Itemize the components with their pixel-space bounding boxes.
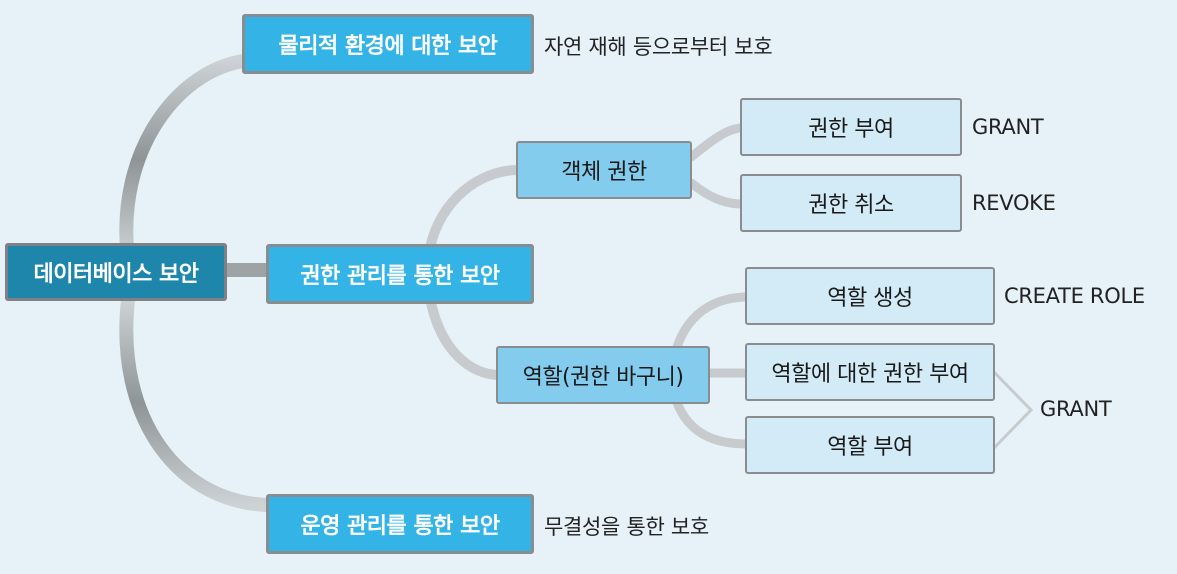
node-assign-role: 역할 부여 — [745, 416, 995, 474]
node-revoke-privilege: 권한 취소 — [740, 174, 962, 232]
note-physical: 자연 재해 등으로부터 보호 — [544, 35, 773, 59]
note-revoke: REVOKE — [972, 191, 1056, 215]
note-operation: 무결성을 통한 보호 — [544, 515, 709, 539]
branch-authority-label: 권한 관리를 통한 보안 — [300, 264, 500, 289]
root-label: 데이터베이스 보안 — [33, 262, 199, 287]
branch-operation-security: 운영 관리를 통한 보안 — [266, 494, 534, 554]
grant-privilege-label: 권한 부여 — [808, 117, 894, 142]
object-privilege-label: 객체 권한 — [561, 160, 647, 185]
node-object-privilege: 객체 권한 — [516, 141, 692, 199]
connector-root-physical — [119, 53, 259, 265]
note-create-role: CREATE ROLE — [1004, 284, 1145, 308]
connector-role-create — [671, 292, 749, 352]
connector-role-assign — [671, 398, 749, 449]
grant-bracket — [992, 370, 1034, 450]
branch-operation-label: 운영 관리를 통한 보안 — [300, 514, 500, 539]
revoke-privilege-label: 권한 취소 — [808, 193, 894, 218]
branch-physical-label: 물리적 환경에 대한 보안 — [278, 34, 498, 59]
note-role-grant: GRANT — [1040, 397, 1112, 421]
assign-role-label: 역할 부여 — [827, 435, 913, 460]
node-create-role: 역할 생성 — [745, 267, 995, 325]
branch-physical-security: 물리적 환경에 대한 보안 — [242, 14, 534, 74]
connector-object-grant — [687, 123, 743, 162]
note-grant: GRANT — [972, 115, 1044, 139]
node-grant-privilege: 권한 부여 — [740, 98, 962, 156]
connector-authority-role — [425, 297, 501, 380]
connector-authority-object — [425, 165, 519, 250]
root-node: 데이터베이스 보안 — [5, 243, 227, 301]
node-grant-to-role: 역할에 대한 권한 부여 — [745, 343, 995, 401]
connector-root-operation — [119, 293, 279, 512]
role-label: 역할(권한 바구니) — [522, 365, 684, 390]
branch-authority-security: 권한 관리를 통한 보안 — [266, 244, 534, 304]
create-role-label: 역할 생성 — [827, 286, 913, 311]
connector-object-revoke — [687, 178, 743, 209]
node-role: 역할(권한 바구니) — [496, 346, 710, 404]
grant-to-role-label: 역할에 대한 권한 부여 — [771, 362, 969, 387]
